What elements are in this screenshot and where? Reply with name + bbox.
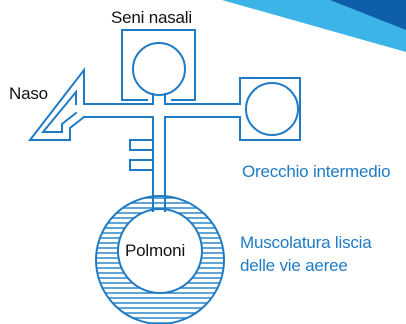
trachea [152, 116, 166, 212]
left-stubs [129, 139, 154, 171]
lung-inner-disc [117, 208, 203, 294]
label-seni-nasali: Seni nasali [111, 8, 192, 27]
ear-circle [245, 82, 299, 136]
ear-box [239, 77, 301, 141]
label-polmoni: Polmoni [125, 241, 186, 260]
nose-shape [27, 67, 86, 141]
sinus-box-left [121, 29, 148, 101]
nose-inner [40, 89, 78, 133]
banner-dark [330, 0, 406, 30]
label-muscolatura-line2: delle vie aeree [240, 256, 348, 275]
banner-light [222, 0, 406, 52]
label-orecchio-intermedio: Orecchio intermedio [242, 162, 391, 181]
airway-tubes [27, 29, 301, 212]
sinus-circle [132, 42, 186, 96]
label-muscolatura-line1: Muscolatura liscia [240, 233, 372, 252]
label-naso: Naso [9, 84, 48, 103]
corner-banner [222, 0, 406, 52]
label-muscolatura: Muscolatura liscia delle vie aeree [240, 231, 372, 277]
lung-outline [95, 195, 225, 324]
sinus-box [121, 29, 196, 101]
lungs [95, 195, 225, 324]
sinus-stem [152, 93, 166, 105]
